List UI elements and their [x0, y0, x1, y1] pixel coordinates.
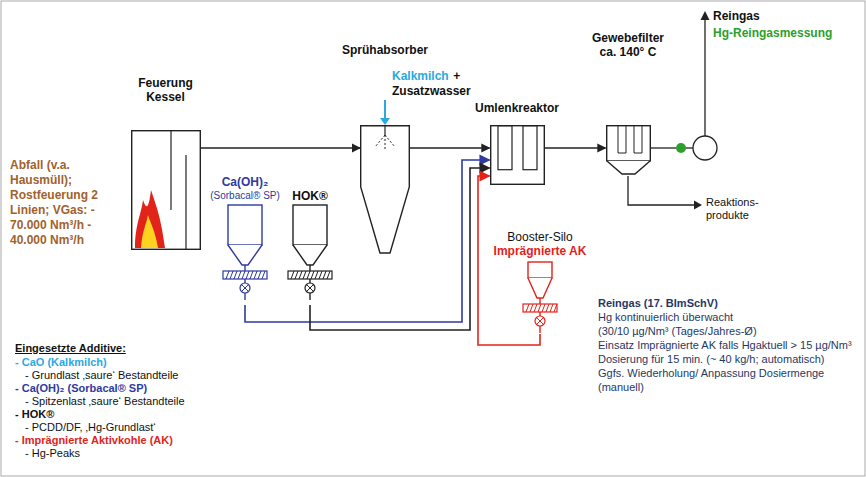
note-text: - Hg-Peaks — [25, 447, 215, 460]
note-text: Eingesetzte Additive: — [15, 342, 215, 355]
note-text: - Ca(OH)₂ (Sorbacal® SP) — [15, 382, 215, 395]
silo: Ca(OH)₂(Sorbacal® SP) — [200, 175, 290, 305]
feed-line — [384, 100, 386, 120]
node-label: Feuerung Kessel — [128, 76, 203, 104]
flow-connector — [478, 176, 540, 345]
note-text: - CaO (Kalkmilch) — [15, 356, 215, 369]
note-text: Kalkmilch — [392, 69, 449, 83]
spray-absorber-shape — [360, 125, 410, 255]
note-text: Abfall (v.a. Hausmüll); Rostfeuerung 2 L… — [10, 158, 124, 248]
boiler-box-shape — [131, 130, 201, 250]
text-group: ReingasHg-Reingasmessung — [713, 8, 853, 42]
silo-shape — [220, 205, 270, 305]
booster-silo-shape — [520, 262, 560, 334]
silo: HOK® — [275, 189, 345, 305]
note-text: Reaktions- produkte — [706, 196, 786, 222]
stack-line — [704, 18, 705, 136]
flow-connector — [410, 147, 490, 148]
deflection-reactor-shape — [490, 125, 545, 185]
node-label: Imprägnierte AK — [485, 244, 595, 258]
duct — [651, 147, 676, 148]
arrow-head — [380, 118, 390, 125]
boiler-box: Feuerung Kessel — [128, 76, 203, 250]
fabric-filter: Gewebefilter ca. 140° C — [583, 31, 673, 175]
node-label: Ca(OH)₂ — [200, 175, 290, 189]
node-label: Gewebefilter ca. 140° C — [583, 31, 673, 59]
fabric-filter-shape — [606, 125, 651, 175]
node-label: Sprühabsorber — [330, 43, 440, 57]
node-label: (Sorbacal® SP) — [200, 189, 290, 203]
note-text: Hg kontinuierlich überwacht — [598, 310, 856, 324]
node-label: Booster-Silo — [485, 230, 595, 244]
note-text: - Spitzenlast ‚saure‘ Bestandteile — [25, 395, 215, 408]
flow-connector — [545, 147, 606, 148]
note-text: Reingas (17. BImSchV) — [598, 296, 856, 310]
measuring-point — [676, 143, 686, 153]
arrow-head — [701, 11, 710, 20]
note-text: Hg-Reingasmessung — [713, 25, 853, 42]
note-text: Einsatz Imprägnierte AK falls Hgaktuell … — [598, 338, 856, 352]
note-text: - PCDD/DF, ‚Hg-Grundlast‘ — [25, 421, 215, 434]
note-text: - Imprägnierte Aktivkohle (AK) — [15, 434, 215, 447]
silo-shape — [285, 205, 335, 305]
note-text: - Grundlast ‚saure‘ Bestandteile — [25, 369, 215, 382]
node-label: Umlenkreaktor — [467, 101, 567, 115]
text-group: Reaktions- produkte — [706, 196, 786, 222]
duct — [686, 147, 693, 148]
deflection-reactor: Umlenkreaktor — [467, 101, 567, 185]
note-text: Reingas — [713, 8, 853, 25]
residue-line — [628, 176, 696, 205]
note-text: Dosierung für 15 min. (~ 40 kg/h; automa… — [598, 352, 856, 366]
text-group: Abfall (v.a. Hausmüll); Rostfeuerung 2 L… — [10, 158, 124, 248]
note-text: - HOK® — [15, 408, 215, 421]
node-label: HOK® — [275, 189, 345, 203]
text-group: Reingas (17. BImSchV)Hg kontinuierlich ü… — [598, 296, 856, 394]
note-text: Ggfs. Wiederholung/ Anpassung Dosiermeng… — [598, 366, 856, 394]
text-group: Kalkmilch + Zusatzwasser — [392, 68, 484, 98]
fan-symbol — [693, 136, 717, 160]
booster-silo: Booster-SiloImprägnierte AK — [485, 230, 595, 334]
flow-connector — [201, 147, 361, 148]
text-group: Eingesetzte Additive:- CaO (Kalkmilch)- … — [15, 342, 215, 460]
note-text: (30/10 µg/Nm³ (Tages/Jahres-Ø) — [598, 324, 856, 338]
arrow-head — [694, 201, 702, 210]
